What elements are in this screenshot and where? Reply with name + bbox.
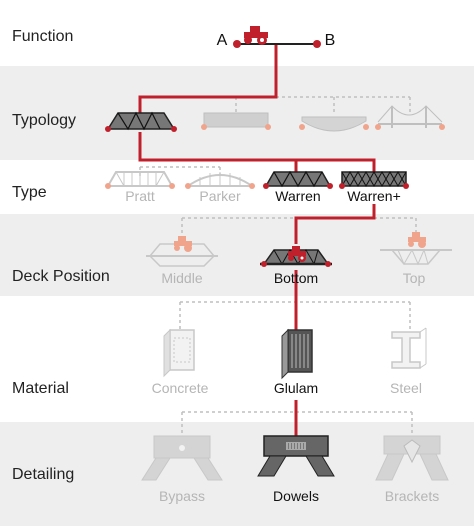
bypass-detail-icon <box>141 435 223 481</box>
detailing-option-bypass[interactable]: Bypass <box>159 488 205 504</box>
material-option-steel[interactable]: Steel <box>390 380 422 396</box>
selected-path <box>138 44 376 436</box>
warren-truss-icon <box>263 170 333 189</box>
detailing-option-dowels[interactable]: Dowels <box>273 488 319 504</box>
warren-plus-truss-icon <box>339 170 409 189</box>
beam-icon <box>201 112 271 130</box>
point-b-label: B <box>324 32 336 49</box>
material-option-glulam[interactable]: Glulam <box>273 380 319 396</box>
deck-option-middle[interactable]: Middle <box>161 270 203 286</box>
band-deck-position <box>0 214 474 296</box>
arch-icon <box>299 116 369 132</box>
row-label-material: Material <box>12 380 69 397</box>
deck-top-icon <box>380 232 452 266</box>
row-label-type: Type <box>12 184 47 201</box>
steel-icon <box>391 327 427 369</box>
deck-option-bottom[interactable]: Bottom <box>273 270 319 286</box>
point-a-label: A <box>216 32 228 49</box>
type-option-parker[interactable]: Parker <box>199 188 241 204</box>
concrete-icon <box>163 328 195 378</box>
row-label-detailing: Detailing <box>12 466 75 483</box>
type-option-warren-plus[interactable]: Warren+ <box>347 188 401 204</box>
parker-truss-icon <box>184 172 256 189</box>
function-ab-line <box>233 40 321 48</box>
suspension-icon <box>375 105 445 130</box>
row-label-typology: Typology <box>12 112 77 129</box>
type-option-warren[interactable]: Warren <box>275 188 321 204</box>
deck-bottom-icon <box>260 246 332 267</box>
pratt-truss-icon <box>105 171 175 189</box>
row-label-function: Function <box>12 28 74 45</box>
detailing-option-brackets[interactable]: Brackets <box>384 488 440 504</box>
truss-icon <box>105 111 177 132</box>
type-option-pratt[interactable]: Pratt <box>125 188 155 204</box>
deck-option-top[interactable]: Top <box>402 270 426 286</box>
row-label-deck-position: Deck Position <box>12 268 110 285</box>
material-option-concrete[interactable]: Concrete <box>151 380 209 396</box>
deck-middle-icon <box>146 236 218 267</box>
tractor-icon <box>244 26 268 45</box>
glulam-icon <box>281 328 313 380</box>
dowels-detail-icon <box>257 435 335 477</box>
brackets-detail-icon <box>375 435 449 481</box>
